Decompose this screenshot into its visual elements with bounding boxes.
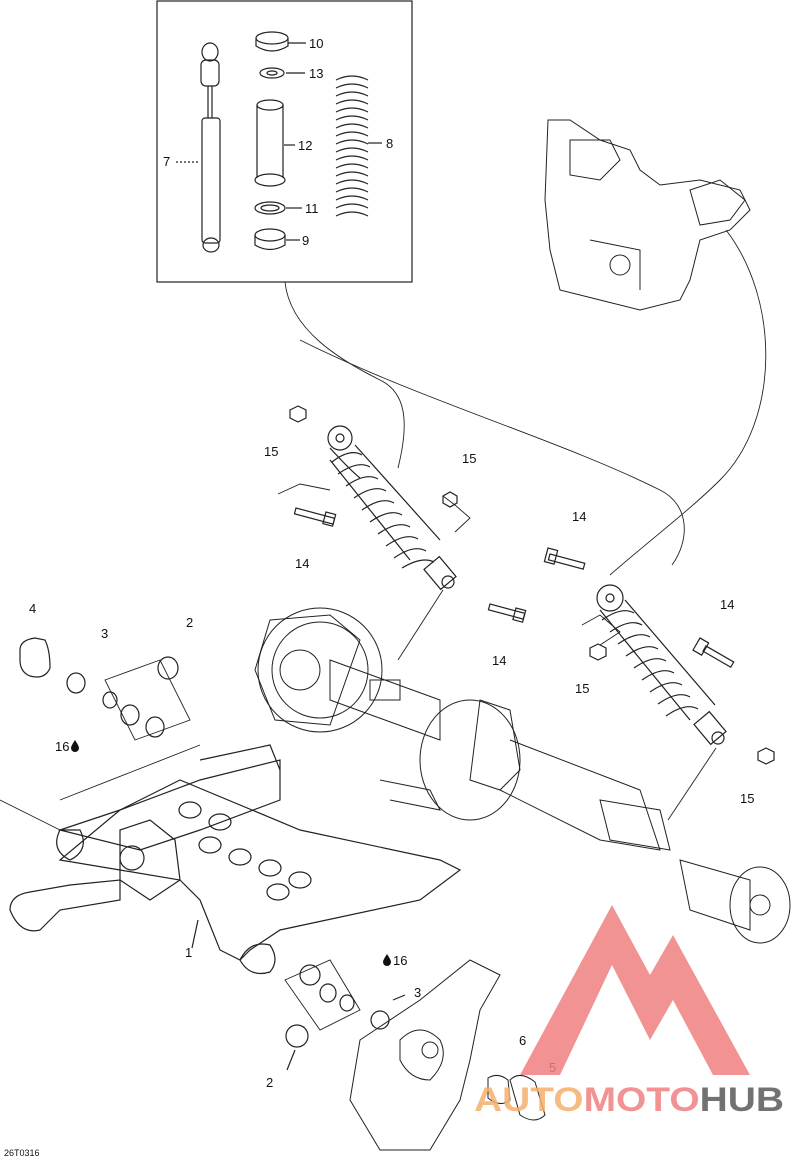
callout-15-d: 15 — [740, 791, 754, 806]
callout-12: 12 — [298, 138, 312, 153]
callout-13: 13 — [309, 66, 323, 81]
callout-14-c: 14 — [720, 597, 734, 612]
callout-2-b: 2 — [266, 1075, 273, 1090]
drawing-code: 26T0316 — [4, 1148, 40, 1158]
part-1-swing-arm — [9, 744, 462, 975]
callout-14-b: 14 — [572, 509, 586, 524]
frame-mount-bracket — [544, 119, 751, 311]
bolts-and-nuts — [289, 405, 775, 765]
part-8-coil-spring — [335, 75, 382, 217]
callout-7: 7 — [163, 154, 170, 169]
bearing-set-left — [19, 637, 179, 738]
oil-drop-icon — [383, 954, 391, 966]
watermark-logo-icon — [520, 905, 750, 1075]
bearing-set-right — [285, 964, 406, 1071]
leader-lines — [0, 229, 767, 1031]
oil-drop-icon — [71, 740, 79, 752]
callout-8: 8 — [386, 136, 393, 151]
callout-15-a: 15 — [264, 444, 278, 459]
shock-detail-box — [156, 0, 413, 283]
part-7-shock-absorber — [176, 42, 221, 253]
part-12-sleeve — [254, 99, 295, 187]
callout-4: 4 — [29, 601, 36, 616]
callout-16-b: 16 — [393, 953, 407, 968]
callout-3-b: 3 — [414, 985, 421, 1000]
part-10-spring-cup — [255, 31, 306, 52]
callout-10: 10 — [309, 36, 323, 51]
frame-rear-bracket — [349, 959, 546, 1151]
part-9-adjuster-nut — [254, 228, 300, 251]
watermark-text-auto: AUTO — [474, 1081, 584, 1119]
callout-11: 11 — [305, 201, 319, 216]
callout-15-b: 15 — [462, 451, 476, 466]
lower-shock-assembly — [596, 584, 727, 746]
part-11-washer — [254, 201, 302, 215]
watermark-text-moto: MOTO — [584, 1081, 700, 1119]
callout-14-a: 14 — [295, 556, 309, 571]
rear-axle-assembly — [254, 607, 791, 944]
callout-2-a: 2 — [186, 615, 193, 630]
callout-3-a: 3 — [101, 626, 108, 641]
watermark-text-hub: HUB — [700, 1081, 784, 1119]
callout-6: 6 — [519, 1033, 526, 1048]
upper-shock-assembly — [327, 425, 457, 591]
callout-16-a: 16 — [55, 739, 69, 754]
callout-9: 9 — [302, 233, 309, 248]
callout-14-d: 14 — [492, 653, 506, 668]
part-13-retainer-clip — [259, 67, 305, 79]
callout-1: 1 — [185, 945, 192, 960]
callout-labels: 10 13 12 8 7 11 9 15 15 14 14 14 14 15 1… — [4, 36, 754, 1158]
callout-15-c: 15 — [575, 681, 589, 696]
